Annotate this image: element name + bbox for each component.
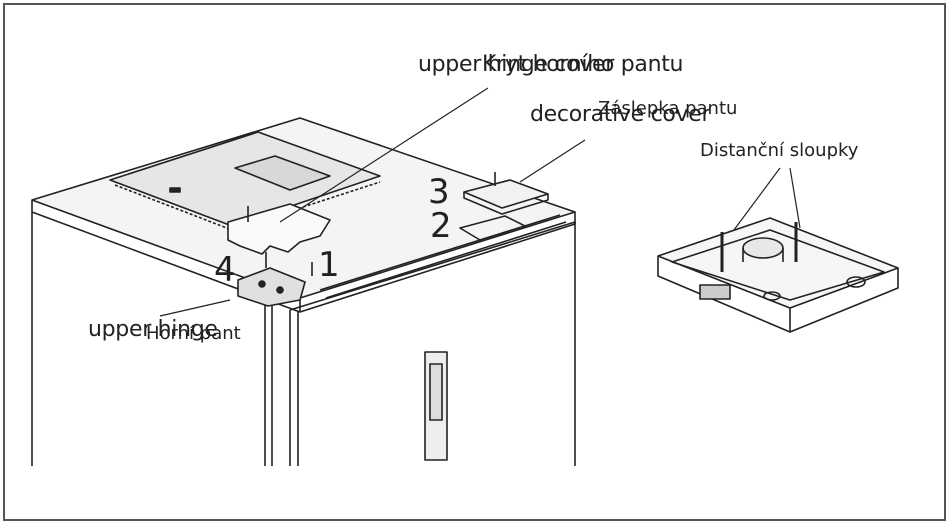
label-spacers-cz: Distanční sloupky	[700, 140, 859, 161]
callout-1: 1	[318, 245, 340, 285]
label-upper-hinge-en: upper hinge	[88, 317, 218, 342]
label-upper-hinge-cover-cz: Kryt horního pantu	[482, 52, 684, 77]
fridge-door	[289, 221, 576, 466]
door-top-edge-inner	[325, 221, 567, 299]
callout-2: 2	[430, 206, 452, 246]
label-decorative-cover-cz: Záslepka pantu	[598, 98, 738, 119]
leader-lines	[159, 87, 801, 317]
upper-hinge-cover-part	[227, 203, 331, 255]
label-upper-hinge-cz: Horní pant	[146, 323, 241, 344]
callout-4: 4	[214, 250, 236, 290]
label-upper-hinge-cover-en: upper hinge cover	[418, 52, 614, 77]
callout-3: 3	[428, 172, 450, 212]
cabinet-left-side	[31, 212, 273, 466]
spacer-base-part	[657, 217, 899, 333]
door-top-edge	[319, 214, 561, 291]
label-decorative-cover-en: decorative cover	[530, 102, 711, 127]
upper-hinge-part	[237, 252, 313, 307]
